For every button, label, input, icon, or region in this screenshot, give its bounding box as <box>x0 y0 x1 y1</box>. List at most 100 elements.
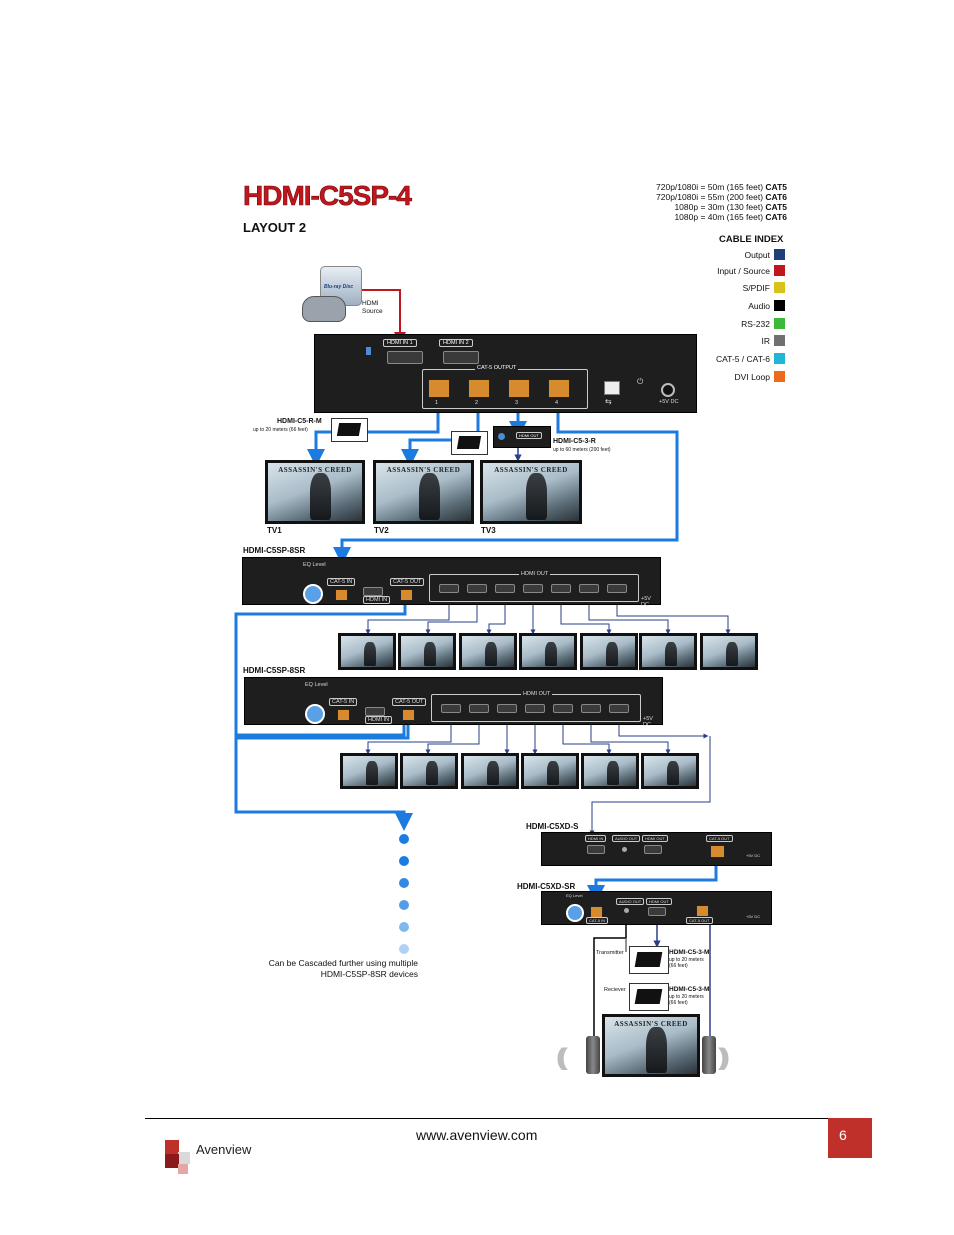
hdmi-cable <box>616 604 731 635</box>
hdmi-in-label: HDMI IN <box>363 596 391 604</box>
hdmi-out-port[interactable] <box>497 704 517 713</box>
power-label: +5V DC <box>746 853 761 858</box>
tv <box>521 753 579 789</box>
tv-row-1 <box>338 633 758 670</box>
cat-cable <box>307 412 440 467</box>
usb-port <box>604 381 620 395</box>
source-label: HDMI Source <box>362 300 383 315</box>
cat5-out-port[interactable] <box>710 845 725 858</box>
hdmi-cable <box>425 604 478 635</box>
ir-receiver-device <box>629 983 669 1011</box>
hdmi-out-port[interactable] <box>467 584 487 593</box>
receiver-r-device: HDMI OUT <box>493 426 551 448</box>
hdmi-in-port[interactable] <box>587 845 605 854</box>
hdmi-out-port[interactable] <box>523 584 543 593</box>
hdmi-out-port[interactable] <box>439 584 459 593</box>
tv <box>519 633 577 670</box>
eq-knob[interactable] <box>303 584 323 604</box>
tv <box>338 633 396 670</box>
eq-knob[interactable] <box>566 904 584 922</box>
tv <box>398 633 456 670</box>
splitter-1-name: HDMI-C5SP-8SR <box>243 546 306 555</box>
hdmi-out-port[interactable] <box>495 584 515 593</box>
power-icon: ⏻ <box>637 377 644 386</box>
tv-3-label: TV3 <box>481 526 496 535</box>
hdmi-in-port[interactable] <box>363 587 383 596</box>
cascade-dot <box>399 900 409 910</box>
hdmi-out-port[interactable] <box>553 704 573 713</box>
xd-s-device: HDMI IN AUDIO OUT HDMI OUT CAT-5 OUT +5V… <box>541 832 772 866</box>
hdmi-in-port[interactable] <box>365 707 385 716</box>
footer-url[interactable]: www.avenview.com <box>416 1127 538 1143</box>
layout-label: LAYOUT 2 <box>243 220 307 235</box>
splitter-2: EQ Level CAT-5 IN HDMI IN CAT-5 OUT HDMI… <box>244 677 663 728</box>
audio-jack[interactable] <box>622 847 627 852</box>
hdmi-out-label: HDMI OUT <box>646 898 672 905</box>
tv <box>641 753 699 789</box>
cascade-dot <box>399 856 409 866</box>
tv <box>580 633 638 670</box>
audio-out-label: AUDIO OUT <box>616 898 645 905</box>
cable-index-title: CABLE INDEX <box>719 234 784 245</box>
hdmi-in-1-port <box>387 351 423 364</box>
hdmi-in-label: HDMI IN <box>365 716 393 724</box>
tv <box>340 753 398 789</box>
cat5-out-port[interactable] <box>402 709 415 721</box>
hdmi-out-port[interactable] <box>581 704 601 713</box>
cat5-out-port[interactable] <box>696 905 709 917</box>
hdmi-cable <box>589 736 711 836</box>
hdmi-out-port[interactable] <box>551 584 571 593</box>
hdmi-out-port[interactable] <box>525 704 545 713</box>
cable-index-label: S/PDIF <box>742 283 770 293</box>
tv <box>700 633 758 670</box>
spec-row: 1080p = 40m (165 feet) CAT6 <box>674 212 787 222</box>
eq-knob[interactable] <box>305 704 325 724</box>
page-number: 6 <box>828 1118 872 1158</box>
cable-index-label: IR <box>761 336 771 346</box>
hdmi-out-port[interactable] <box>644 845 662 854</box>
cat5-in-port[interactable] <box>335 589 348 601</box>
tv <box>400 753 458 789</box>
hdmi-out-port[interactable] <box>609 704 629 713</box>
hdmi-cable <box>425 721 480 755</box>
ir-m2-desc: up to 20 meters(66 feet) <box>669 994 704 1006</box>
hdmi-out-port[interactable] <box>469 704 489 713</box>
hdmi-cable <box>365 604 450 635</box>
hdmi-out-port[interactable] <box>648 907 666 916</box>
tv-1: ASSASSIN'S CREED <box>265 460 365 524</box>
port-number: 1 <box>435 400 439 406</box>
hdmi-cable <box>562 721 612 755</box>
tv-1-label: TV1 <box>267 526 282 535</box>
xd-s-name: HDMI-C5XD-S <box>526 822 579 831</box>
tv-2: ASSASSIN'S CREED <box>373 460 474 524</box>
hdmi-cable <box>588 604 671 635</box>
final-tv: ASSASSIN'S CREED <box>602 1014 700 1077</box>
hdmi-in-1-label: HDMI IN 1 <box>383 339 417 347</box>
cascade-dot <box>399 922 409 932</box>
cascade-dot <box>399 878 409 888</box>
cat5-out-label: CAT-5 OUT <box>686 917 713 924</box>
hdmi-out-label: HDMI OUT <box>521 691 553 697</box>
cable-swatch-rs232 <box>774 318 785 329</box>
hdmi-out-port[interactable] <box>579 584 599 593</box>
spec-row: 720p/1080i = 50m (165 feet) CAT5 <box>656 182 787 192</box>
receiver-dongle <box>451 431 488 455</box>
ir-transmitter-label: Transmitter <box>596 950 624 956</box>
cat5-out-port[interactable] <box>400 589 413 601</box>
cat5-in-label: CAT-5 IN <box>327 578 356 586</box>
cable-index-label: DVI Loop <box>734 372 770 382</box>
ir-receiver-label: Reciever <box>604 987 626 993</box>
cat5-out-label: CAT-5 OUT <box>706 835 733 842</box>
ir-m1-name: HDMI-C5-3-M <box>669 949 710 956</box>
cat5-port-2 <box>468 379 490 398</box>
gamepad-icon <box>302 296 346 322</box>
cat5-out-label: CAT-5 OUT <box>392 698 427 706</box>
cat5-in-port[interactable] <box>337 709 350 721</box>
cascade-dot <box>399 944 409 954</box>
hdmi-out-port[interactable] <box>607 584 627 593</box>
hdmi-out-port[interactable] <box>441 704 461 713</box>
logo-square <box>178 1152 190 1164</box>
audio-jack[interactable] <box>624 908 629 913</box>
splitter-2-name: HDMI-C5SP-8SR <box>243 666 306 675</box>
